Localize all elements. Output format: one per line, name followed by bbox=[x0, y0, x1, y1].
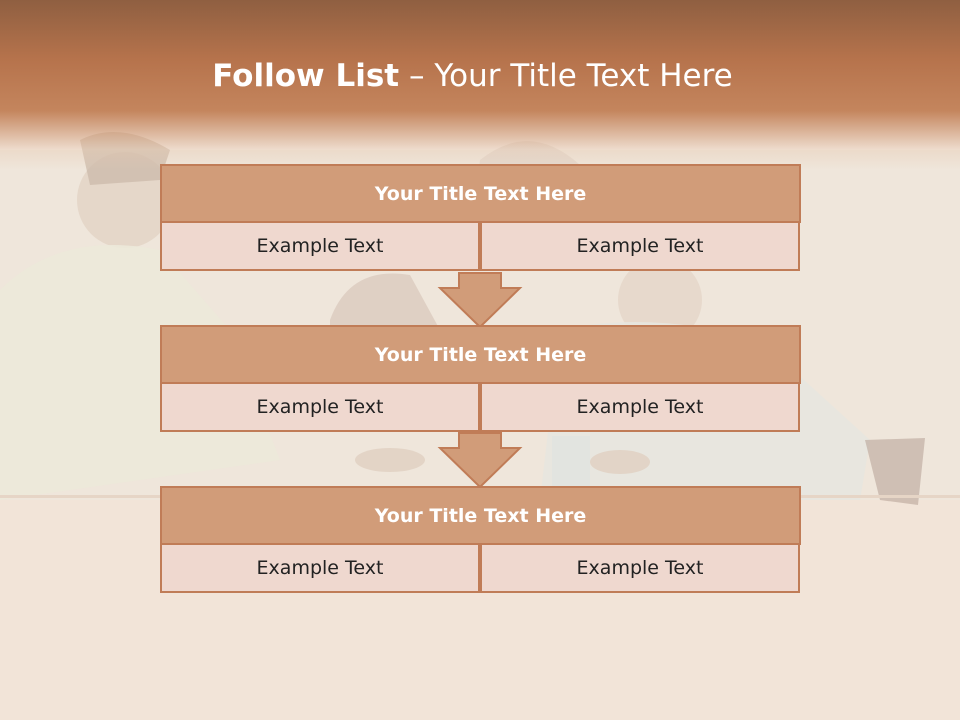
step-right-text: Example Text bbox=[480, 382, 800, 432]
step-left-text: Example Text bbox=[160, 221, 480, 271]
step-title: Your Title Text Here bbox=[160, 164, 801, 223]
title-bold: Follow List bbox=[212, 58, 400, 94]
step-title: Your Title Text Here bbox=[160, 325, 801, 384]
title-rest: – Your Title Text Here bbox=[399, 58, 733, 94]
step-left-text: Example Text bbox=[160, 382, 480, 432]
step-title: Your Title Text Here bbox=[160, 486, 801, 545]
down-arrow-icon bbox=[437, 272, 523, 329]
step-right-text: Example Text bbox=[480, 543, 800, 593]
down-arrow-icon bbox=[437, 432, 523, 489]
header-band bbox=[0, 0, 960, 170]
slide-title: Follow List – Your Title Text Here bbox=[0, 56, 945, 96]
step-left-text: Example Text bbox=[160, 543, 480, 593]
step-right-text: Example Text bbox=[480, 221, 800, 271]
